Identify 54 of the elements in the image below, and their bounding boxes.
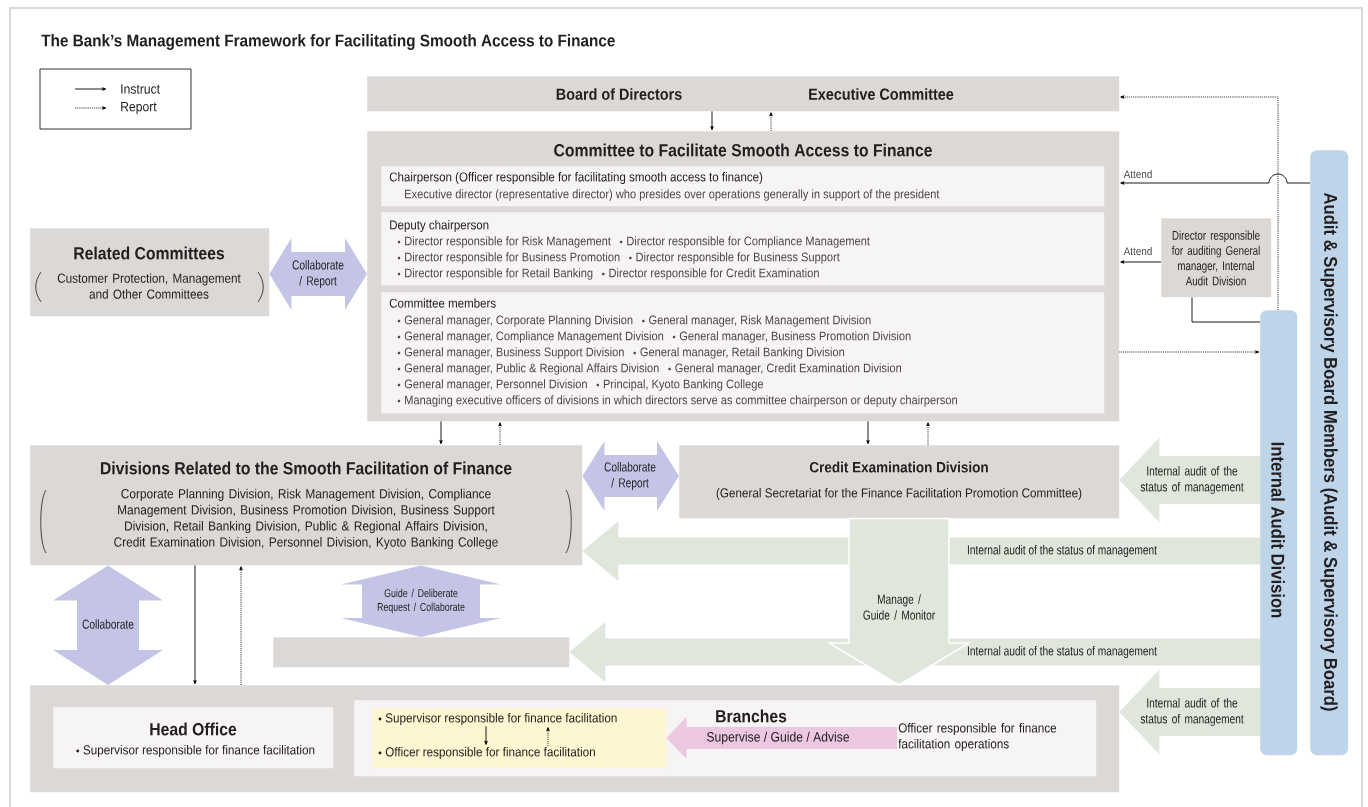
dotted-arrow	[498, 422, 502, 446]
block-arrow	[53, 565, 163, 685]
divisions-box: Divisions Related to the Smooth Facilitation of Finance Corporate Planning Division, Risk Management Division, Compliance Management Division, Business Promotion Division, Business Support Division, Retail Banking Division, Public & Regional Affairs Division, Credit Examination Division, Personnel Division, Kyoto Banking College	[30, 445, 583, 566]
dotted-arrow	[1118, 350, 1260, 354]
block-arrow	[666, 717, 897, 759]
block-arrow	[341, 565, 501, 637]
audit-division-bar: Internal Audit Division	[1260, 310, 1298, 756]
arrow-label: Collaborate / Report	[604, 462, 656, 490]
arrow-label: Manage / Guide / Monitor	[863, 594, 935, 620]
arrow-label: Internal audit of the status of management	[967, 544, 1157, 558]
legend-label: Instruct	[121, 84, 160, 94]
role-text: Officer responsible for finance facilitation	[378, 746, 595, 760]
role-text: Officer responsible for finance facilitation operations	[890, 723, 1057, 751]
arrow	[193, 564, 197, 685]
head-office-box: Head Office Supervisor responsible for finance facilitation	[53, 707, 334, 769]
block-arrow	[826, 517, 972, 686]
director-box: Director responsible for auditing General manager, Internal Audit Division	[1161, 218, 1272, 298]
arrow	[1120, 173, 1311, 185]
dotted-arrow	[546, 727, 550, 747]
title: The Bank’s Management Framework for Facilitating Smooth Access to Finance	[41, 34, 615, 50]
deputy-panel: Deputy chairperson Director responsible for Risk Management Director responsible for Compliance Management Director responsible for Business Promotion Director responsible for Business Support Director responsible for Retail Banking Director responsible for Credit Examination	[381, 212, 1105, 286]
block-arrow	[269, 238, 367, 310]
block-arrow	[1119, 669, 1260, 755]
arrow-label: Attend	[1122, 245, 1154, 257]
arrow	[710, 110, 714, 131]
dotted-arrow	[239, 566, 243, 686]
committees-box: Related Committees Customer Protection, Management and Other Committees	[30, 228, 270, 317]
arrow-label: Attend	[1122, 168, 1154, 180]
arrow	[1120, 260, 1162, 264]
arrow	[866, 420, 870, 445]
affiliate-box	[273, 637, 570, 668]
arrow-label: Internal audit of the status of management	[1140, 466, 1244, 494]
arrow-label: Supervise / Guide / Advise	[706, 731, 850, 745]
block-arrow	[582, 441, 679, 511]
arrow	[484, 725, 488, 745]
division-box: Credit Examination Division (General Secretariat for the Finance Facilitation Promotion Committee)	[679, 445, 1120, 519]
arrow-label: Guide / Deliberate Request / Collaborate	[377, 588, 465, 614]
note-box	[372, 708, 667, 769]
arrow-label: Collaborate / Report	[292, 260, 344, 288]
arrow-label: Collaborate	[82, 619, 134, 629]
arrow-label: Internal audit of the status of management	[1140, 698, 1244, 726]
connector-line	[1191, 296, 1261, 323]
board-band: Board of Directors Executive Committee	[367, 76, 1120, 112]
chairperson-panel: Chairperson (Officer responsible for facilitating smooth access to finance) Executive director (representative director) who presides over operations generally in support of the president	[381, 166, 1105, 207]
board-members-bar: Audit & Supervisory Board Members (Audit & Supervisory Board)	[1310, 150, 1349, 756]
members-panel: Committee members General manager, Corporate Planning Division General manager, Risk Management Division General manager, Compliance Management Division General manager, Business Promotion Division General manager, Business Support Division General manager, Retail Banking Division General manager, Public & Regional Affairs Division General manager, Credit Examination Division General manager, Personnel Division Principal, Kyoto Banking College Managing executive officers of divisions in which directors serve as committee chairperson or deputy chairperson	[381, 292, 1105, 414]
block-arrow	[1119, 437, 1260, 523]
arrow-label: Internal audit of the status of management	[967, 645, 1157, 659]
dotted-arrow	[926, 422, 930, 446]
arrow	[439, 420, 443, 445]
legend-label: Report	[121, 101, 157, 115]
role-text: Supervisor responsible for finance facilitation	[378, 712, 617, 726]
dotted-arrow	[1120, 95, 1279, 311]
dotted-arrow	[769, 112, 773, 132]
